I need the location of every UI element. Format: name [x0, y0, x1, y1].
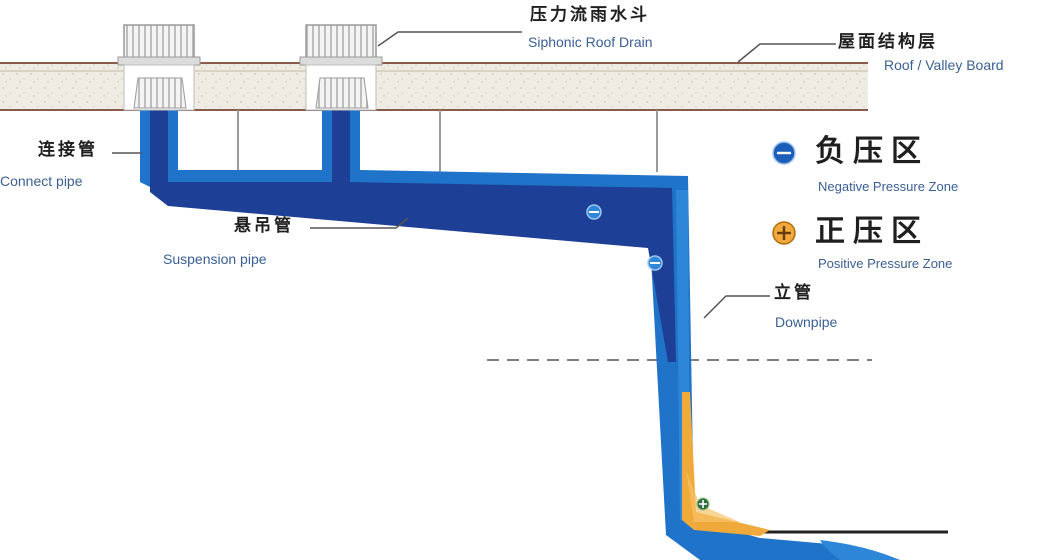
connect-pipe-label-en: Connect pipe [0, 173, 83, 189]
plus-circle-icon [696, 497, 710, 511]
legend-negative-label-cn: 负压区 [815, 134, 929, 169]
siphonic-roof-drain-left [117, 24, 201, 111]
legend-positive-label-en: Positive Pressure Zone [818, 256, 953, 271]
minus-circle-icon [647, 255, 663, 271]
downpipe-label-cn: 立管 [774, 283, 814, 303]
legend-positive-marker [772, 221, 796, 245]
suspension-pipe-label-en: Suspension pipe [163, 251, 267, 267]
suspension-pipe-label-cn: 悬吊管 [234, 216, 294, 236]
roof-board-label-en: Roof / Valley Board [884, 57, 1004, 73]
pipe-network [140, 110, 900, 560]
roof-board-label-cn: 屋面结构层 [838, 32, 938, 52]
minus-circle-icon [586, 204, 602, 220]
hanger-rods [237, 110, 658, 172]
leader-lines [112, 31, 836, 319]
connect-pipe-label-cn: 连接管 [38, 140, 98, 160]
legend-negative-label-en: Negative Pressure Zone [818, 179, 959, 194]
legend-positive-label-cn: 正压区 [815, 214, 929, 249]
siphonic-drain-label-cn: 压力流雨水斗 [530, 5, 650, 25]
siphonic-roof-drain-right [299, 24, 383, 111]
downpipe-label-en: Downpipe [775, 314, 838, 330]
legend-negative-marker [772, 141, 796, 165]
siphonic-drain-label-en: Siphonic Roof Drain [528, 34, 653, 50]
